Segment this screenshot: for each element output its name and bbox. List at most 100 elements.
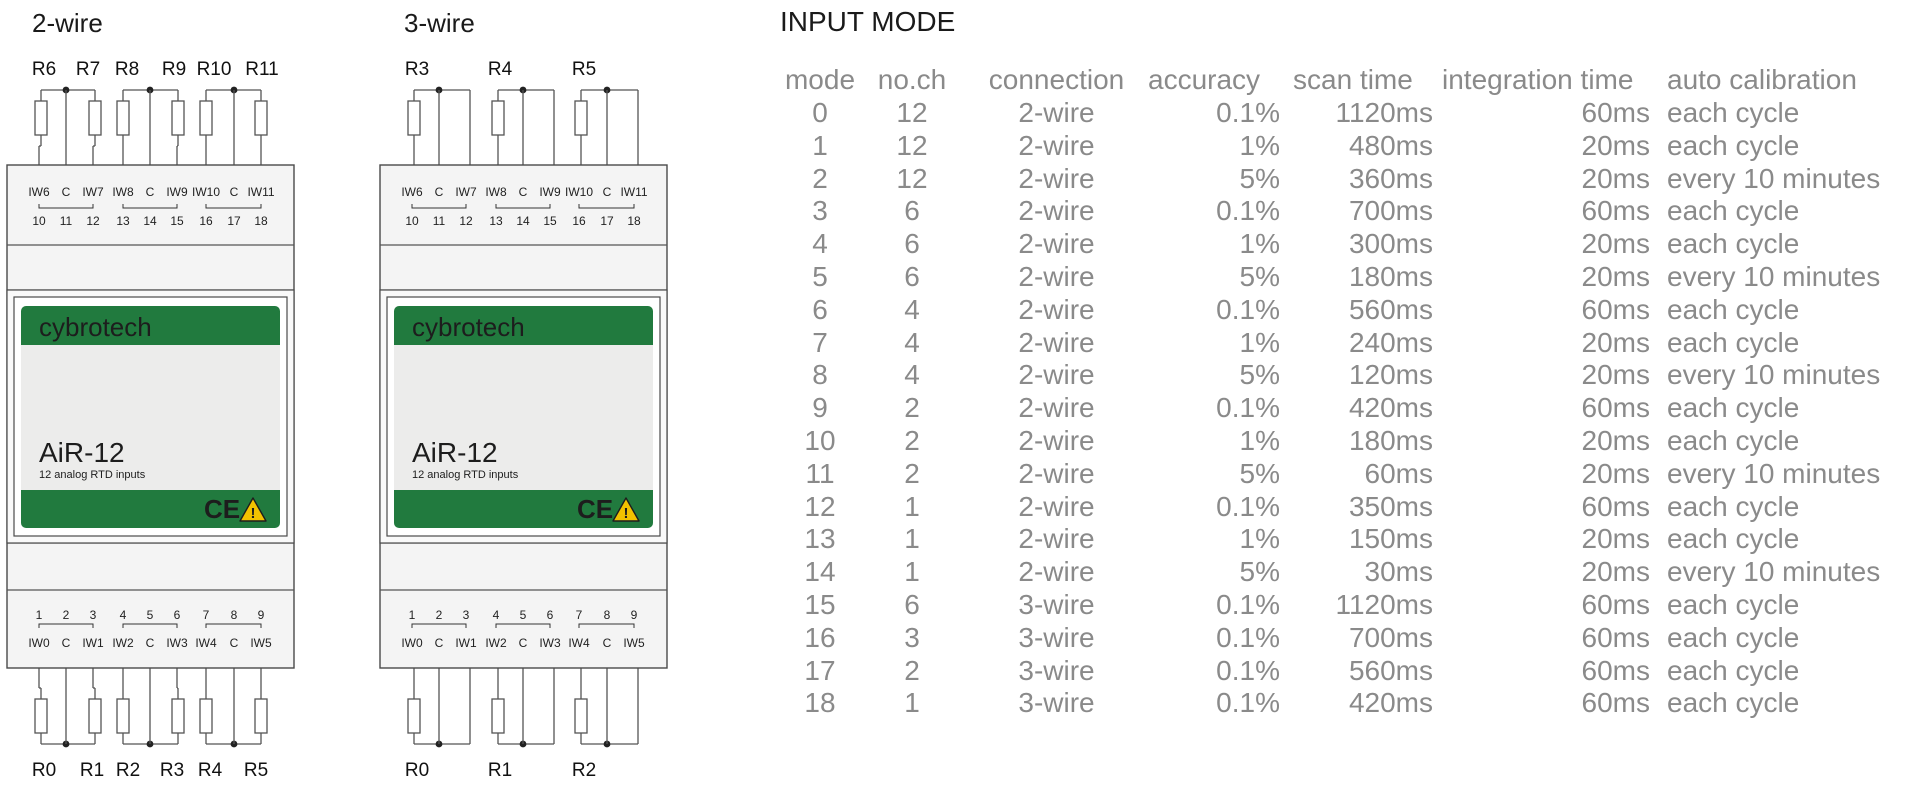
terminal-number-8: 8 — [231, 608, 238, 622]
table-cell: 0.1% — [1216, 654, 1280, 686]
product-model: AiR-12 — [39, 437, 125, 468]
terminal-number-1: 1 — [409, 608, 416, 622]
table-cell: 12 — [896, 129, 928, 161]
terminal-number-7: 7 — [576, 608, 583, 622]
table-cell: 3 — [904, 621, 920, 653]
table-cell: 2-wire — [1018, 425, 1095, 456]
table-cell: 180ms — [1348, 261, 1433, 292]
table-cell: each cycle — [1667, 425, 1800, 456]
terminal-name-IW7: IW7 — [455, 185, 477, 199]
terminal-group-bracket — [578, 204, 635, 209]
terminal-number-11: 11 — [433, 214, 446, 228]
table-cell: 0.1% — [1216, 195, 1280, 227]
table-cell: 60ms — [1581, 687, 1650, 719]
table-cell: 350ms — [1348, 490, 1433, 522]
ce-mark: CE — [204, 494, 240, 524]
resistor-symbol — [407, 100, 421, 136]
diagram-title-3wire: 3-wire — [404, 8, 475, 38]
table-cell: 8 — [812, 359, 828, 391]
resistor-symbol — [171, 698, 185, 734]
resistor-symbol — [199, 100, 213, 136]
table-cell: 60ms — [1581, 490, 1650, 522]
table-cell: 7 — [812, 326, 828, 358]
terminal-group-bracket — [122, 623, 178, 628]
table-cell: 4 — [904, 293, 920, 325]
warning-icon-mark: ! — [251, 505, 256, 522]
table-cell: 560ms — [1348, 654, 1433, 686]
table-cell: 3-wire — [1018, 621, 1095, 653]
terminal-number-5: 5 — [520, 608, 527, 622]
table-cell: 16 — [804, 621, 836, 653]
table-cell: 20ms — [1581, 425, 1650, 456]
table-cell: 1% — [1239, 425, 1280, 456]
terminal-name-C: C — [435, 185, 444, 199]
terminal-number-4: 4 — [120, 608, 127, 622]
terminal-name-IW1: IW1 — [455, 636, 477, 650]
table-cell: 1 — [812, 129, 828, 161]
terminal-name-C: C — [62, 185, 71, 199]
table-cell: 0.1% — [1216, 687, 1280, 719]
terminal-name-IW10: IW10 — [192, 185, 220, 199]
resistor-symbol — [574, 100, 588, 136]
product-subtitle: 12 analog RTD inputs — [412, 469, 519, 481]
table-cell: 12 — [804, 490, 836, 522]
resistor-symbol — [88, 698, 102, 734]
table-cell: 2-wire — [1018, 228, 1095, 260]
table-cell: 4 — [904, 326, 920, 358]
terminal-number-5: 5 — [147, 608, 154, 622]
table-cell: 300ms — [1348, 228, 1433, 260]
table-cell: 1120ms — [1335, 97, 1433, 128]
terminal-name-C: C — [435, 636, 444, 650]
resistor-label-R8: R8 — [115, 59, 139, 80]
table-cell: 4 — [812, 228, 828, 260]
table-cell: 2-wire — [1018, 392, 1095, 424]
terminal-group-bracket — [411, 204, 467, 209]
table-cell: 0.1% — [1216, 293, 1280, 325]
table-cell: 700ms — [1348, 621, 1433, 653]
table-cell: 6 — [904, 261, 920, 292]
table-cell: each cycle — [1667, 326, 1800, 358]
terminal-name-C: C — [146, 185, 155, 199]
table-cell: 360ms — [1348, 162, 1433, 194]
resistor-label-R3: R3 — [160, 760, 184, 781]
table-cell: 18 — [804, 687, 836, 719]
terminal-number-2: 2 — [436, 608, 443, 622]
terminal-number-10: 10 — [32, 214, 46, 228]
resistor-symbol — [88, 100, 102, 136]
table-cell: 60ms — [1581, 97, 1650, 128]
table-cell: 5% — [1239, 162, 1280, 194]
product-label-panel — [394, 345, 653, 490]
table-cell: each cycle — [1667, 490, 1800, 522]
terminal-number-17: 17 — [227, 214, 241, 228]
table-cell: 5% — [1239, 261, 1280, 292]
terminal-number-18: 18 — [254, 214, 268, 228]
table-cell: 14 — [804, 556, 836, 588]
table-cell: 150ms — [1348, 523, 1433, 555]
resistor-label-R1: R1 — [80, 760, 104, 781]
resistor-label-R9: R9 — [162, 59, 186, 80]
terminal-name-IW5: IW5 — [250, 636, 272, 650]
resistor-symbol — [199, 698, 213, 734]
resistor-label-R2: R2 — [116, 760, 140, 781]
table-cell: 1 — [904, 523, 920, 555]
table-cell: each cycle — [1667, 589, 1800, 620]
table-cell: each cycle — [1667, 621, 1800, 653]
terminal-group-bracket — [495, 623, 551, 628]
table-cell: 3 — [812, 195, 828, 227]
table-cell: 20ms — [1581, 326, 1650, 358]
terminal-number-11: 11 — [60, 214, 73, 228]
table-cell: 3-wire — [1018, 654, 1095, 686]
product-model: AiR-12 — [412, 437, 498, 468]
terminal-name-IW11: IW11 — [247, 185, 274, 199]
table-cell: 6 — [904, 228, 920, 260]
table-cell: 700ms — [1348, 195, 1433, 227]
table-cell: 20ms — [1581, 261, 1650, 292]
table-cell: 6 — [812, 293, 828, 325]
table-cell: 12 — [896, 162, 928, 194]
terminal-number-2: 2 — [63, 608, 70, 622]
table-cell: 60ms — [1581, 195, 1650, 227]
table-cell: 180ms — [1348, 425, 1433, 456]
terminal-number-3: 3 — [90, 608, 97, 622]
